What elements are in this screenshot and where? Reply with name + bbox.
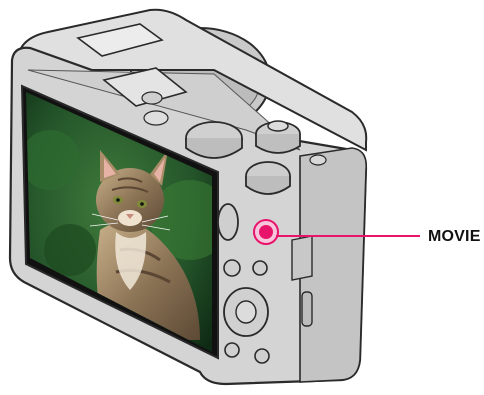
- delete-button-icon: [225, 343, 239, 357]
- movie-callout-label: MOVIE: [428, 228, 481, 246]
- playback-button-icon: [253, 261, 267, 275]
- menu-button-icon: [224, 260, 240, 276]
- shutter-dial-icon: [256, 121, 300, 153]
- movie-button-icon: [254, 220, 278, 244]
- mode-dial-icon: [186, 122, 242, 158]
- control-wheel-icon: [224, 288, 268, 336]
- help-button-icon: [255, 349, 269, 363]
